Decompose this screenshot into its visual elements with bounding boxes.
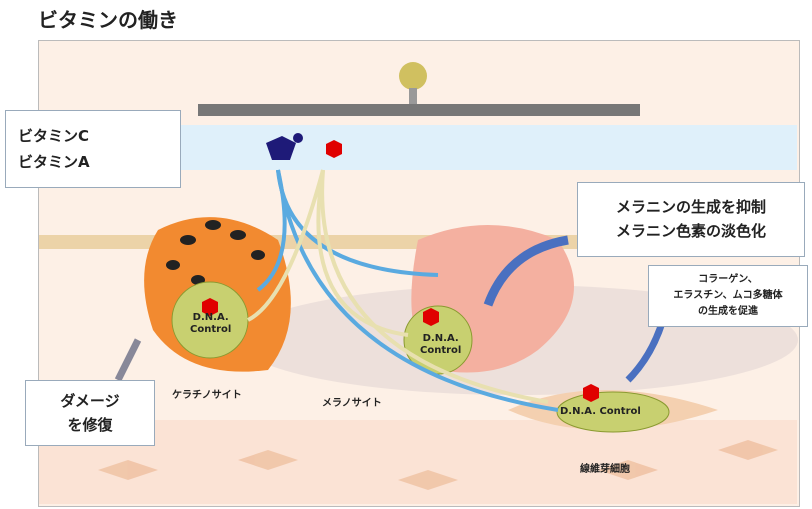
damage-repair-box: ダメージを修復: [25, 380, 155, 446]
vitamin-c-icon: [266, 136, 296, 160]
light-source: [399, 62, 427, 90]
vitamin-a-paths: [247, 169, 549, 404]
melanin-arrow: [483, 235, 569, 307]
dna-control-keratinocyte: D.N.A.Control: [190, 312, 232, 335]
dna-control-fibroblast: D.N.A. Control: [560, 406, 641, 417]
plate: [198, 104, 640, 116]
vitamin-a-icon: [326, 140, 342, 158]
melanocyte-label: メラノサイト: [322, 398, 382, 409]
melanin-effect-box: メラニンの生成を抑制メラニン色素の淡色化: [577, 182, 805, 257]
vitamin-c-paths: [256, 169, 559, 412]
page-title: ビタミンの働き: [38, 8, 178, 32]
dna-control-melanocyte: D.N.A.Control: [420, 333, 462, 356]
keratinocyte-label: ケラチノサイト: [172, 390, 242, 401]
collagen-effect-box: コラーゲン、エラスチン、ムコ多糖体の生成を促進: [648, 265, 808, 327]
damage-arrow: [114, 338, 142, 382]
fibroblast-label: 線維芽細胞: [580, 464, 630, 475]
